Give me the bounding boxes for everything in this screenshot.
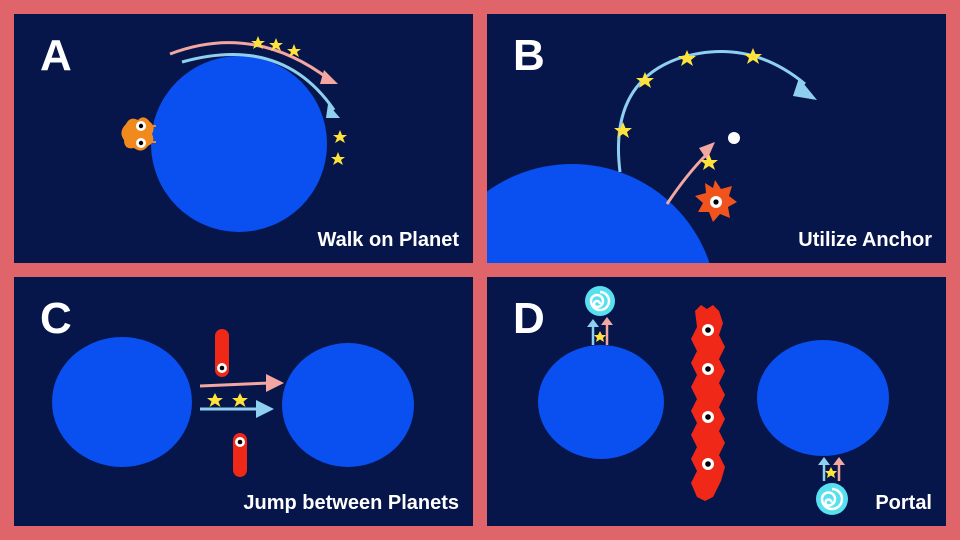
pink-jump-arrow [199, 381, 271, 388]
panel-letter: C [40, 294, 72, 343]
portal-exit [816, 457, 848, 515]
stars [207, 393, 248, 407]
planet [487, 164, 710, 263]
planet [151, 56, 327, 232]
left-planet [52, 337, 192, 467]
panel-jump-between-planets: C Jump between Planets [14, 277, 473, 526]
star-icon [700, 154, 718, 170]
panel-letter: A [40, 31, 72, 80]
star-icon [636, 72, 654, 88]
orange-creature [121, 117, 156, 151]
star-icon [287, 44, 301, 57]
left-planet [538, 345, 664, 459]
star-icon [333, 130, 347, 143]
stars [614, 48, 762, 170]
pink-arrowhead [699, 142, 715, 160]
scene-portal [538, 286, 889, 515]
anchor-point [728, 132, 740, 144]
star-icon [232, 393, 248, 407]
panel-walk-on-planet: A Walk on Planet [14, 14, 473, 263]
blue-arrowhead [793, 78, 817, 100]
portal-entry [585, 286, 615, 345]
right-planet [757, 340, 889, 456]
star-icon [331, 152, 345, 165]
blue-arrowhead [326, 104, 340, 118]
panel-caption: Utilize Anchor [798, 229, 932, 251]
panel-portal: D Portal [487, 277, 946, 526]
pink-trajectory-arrow [169, 41, 331, 82]
stars [251, 36, 347, 165]
scene-jump-between-planets [52, 329, 414, 477]
blue-trajectory-arrow [181, 52, 336, 111]
star-icon [614, 122, 632, 138]
star-icon [825, 467, 837, 478]
panel-caption: Walk on Planet [317, 229, 459, 251]
scene-utilize-anchor [487, 48, 817, 263]
red-worm-top [215, 329, 229, 377]
star-icon [251, 36, 265, 49]
pink-arrowhead [320, 70, 338, 84]
star-icon [744, 48, 762, 64]
orange-spiky-creature [695, 180, 737, 222]
pink-arrowhead [266, 374, 284, 392]
blue-trajectory-arrow [616, 50, 806, 173]
panel-caption: Jump between Planets [243, 492, 459, 514]
panel-letter: B [513, 31, 545, 80]
blue-arrowhead [256, 400, 274, 418]
star-icon [678, 50, 696, 66]
scene-walk-on-planet [121, 36, 347, 232]
panel-utilize-anchor: B Utilize Anchor [487, 14, 946, 263]
red-worm-bottom [233, 433, 247, 477]
panel-caption: Portal [875, 492, 932, 514]
panel-letter: D [513, 294, 545, 343]
pink-launch-arrow [665, 152, 709, 205]
right-planet [282, 343, 414, 467]
red-spiky-wall [691, 305, 725, 501]
star-icon [594, 331, 606, 342]
star-icon [269, 38, 283, 51]
star-icon [207, 393, 223, 407]
